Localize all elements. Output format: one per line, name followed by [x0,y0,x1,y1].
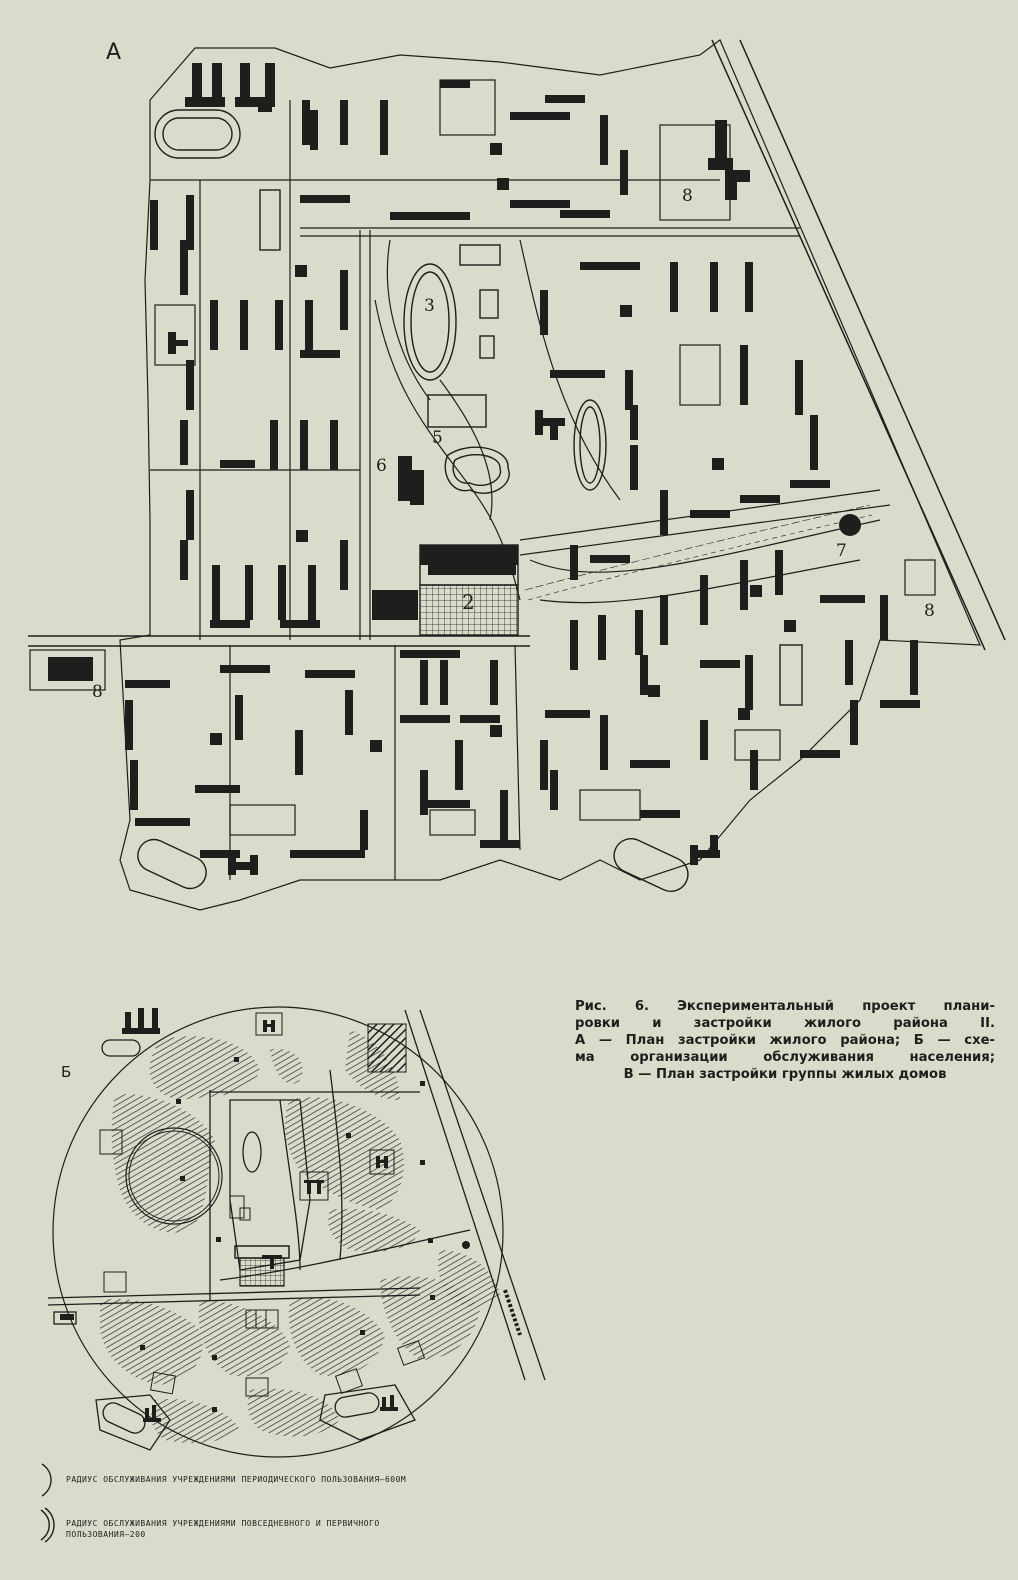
legend: РАДИУС ОБСЛУЖИВАНИЯ УЧРЕЖДЕНИЯМИ ПЕРИОДИ… [38,1460,638,1548]
legend-item-600: РАДИУС ОБСЛУЖИВАНИЯ УЧРЕЖДЕНИЯМИ ПЕРИОДИ… [38,1460,638,1504]
caption-line-5: В — План застройки группы жилых домов [623,1067,947,1082]
heavy-hatch-block [367,1023,407,1073]
service-scheme-b [47,1006,546,1458]
legend-item-200: РАДИУС ОБСЛУЖИВАНИЯ УЧРЕЖДЕНИЯМИ ПОВСЕДН… [38,1504,638,1548]
caption-line-3: А — План застройки жилого района; Б — сх… [575,1033,995,1048]
legend-text-600: РАДИУС ОБСЛУЖИВАНИЯ УЧРЕЖДЕНИЯМИ ПЕРИОДИ… [66,1475,407,1484]
legend-text-200-line1: РАДИУС ОБСЛУЖИВАНИЯ УЧРЕЖДЕНИЯМИ ПОВСЕДН… [66,1519,380,1528]
caption-line-2: ровки и застройки жилого района II. [575,1016,995,1031]
zone-label-7: 7 [836,541,847,561]
district-boundary [119,39,981,911]
zone-label-8-right: 8 [924,601,935,621]
zone-label-8-left: 8 [92,682,103,702]
residential-buildings [48,63,920,875]
plan-a-label: А [106,40,122,65]
zone-label-3: 3 [424,296,435,316]
zone-label-5: 5 [432,428,443,448]
double-arc-symbol [40,1507,55,1543]
district-plan-a [28,39,1006,911]
zone-2-grid [419,584,519,636]
zone-label-8-top: 8 [682,186,693,206]
single-arc-symbol [41,1463,52,1497]
caption-line-1: Рис. 6. Экспериментальный проект плани- [575,999,995,1014]
service-radius-600 [52,1006,504,1458]
figure-caption: Рис. 6. Экспериментальный проект плани- … [575,998,995,1083]
zone-label-2: 2 [462,590,475,614]
legend-text-200-line2: ПОЛЬЗОВАНИЯ—200 [66,1530,146,1539]
caption-line-4: ма организации обслуживания населения; [575,1050,995,1065]
plan-b-label: Б [61,1063,72,1081]
zone-label-6: 6 [376,456,387,476]
